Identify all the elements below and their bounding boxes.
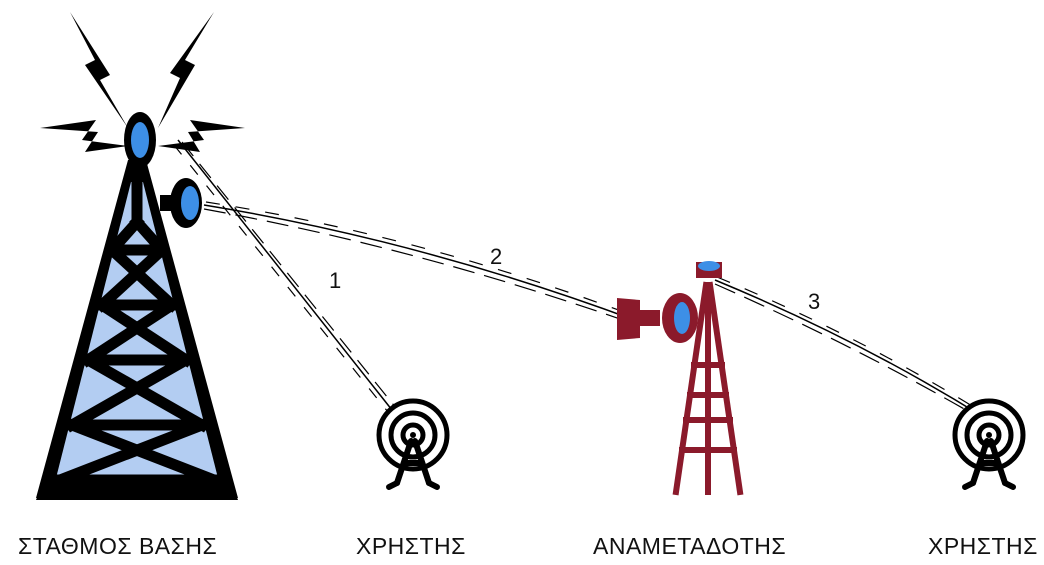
user-terminal-icon [952, 398, 1026, 490]
base-station-tower-icon [36, 160, 238, 500]
base-dish-icon [160, 178, 202, 228]
repeater-tower-icon [617, 261, 744, 496]
link-3-beam [714, 276, 986, 422]
link-3-label: 3 [808, 289, 820, 314]
base-station-label: ΣΤΑΘΜΟΣ ΒΑΣΗΣ [18, 533, 218, 559]
lightning-bolt-icon [158, 12, 214, 128]
user-terminal-icon [376, 398, 450, 490]
user-right-label: ΧΡΗΣΤΗΣ [928, 533, 1038, 559]
lightning-bolt-icon [158, 120, 245, 152]
link-1-beam [173, 139, 397, 413]
lightning-bolts [40, 12, 245, 152]
link-1-label: 1 [329, 268, 341, 293]
repeater-label: ΑΝΑΜΕΤΑΔΟΤΗΣ [593, 533, 787, 559]
user-left-label: ΧΡΗΣΤΗΣ [356, 533, 466, 559]
link-2-beam [203, 201, 641, 327]
link-2-label: 2 [490, 244, 502, 269]
lightning-bolt-icon [70, 12, 128, 128]
lightning-bolt-icon [40, 120, 128, 152]
radio-links [173, 139, 986, 422]
base-antenna-icon [124, 112, 156, 168]
